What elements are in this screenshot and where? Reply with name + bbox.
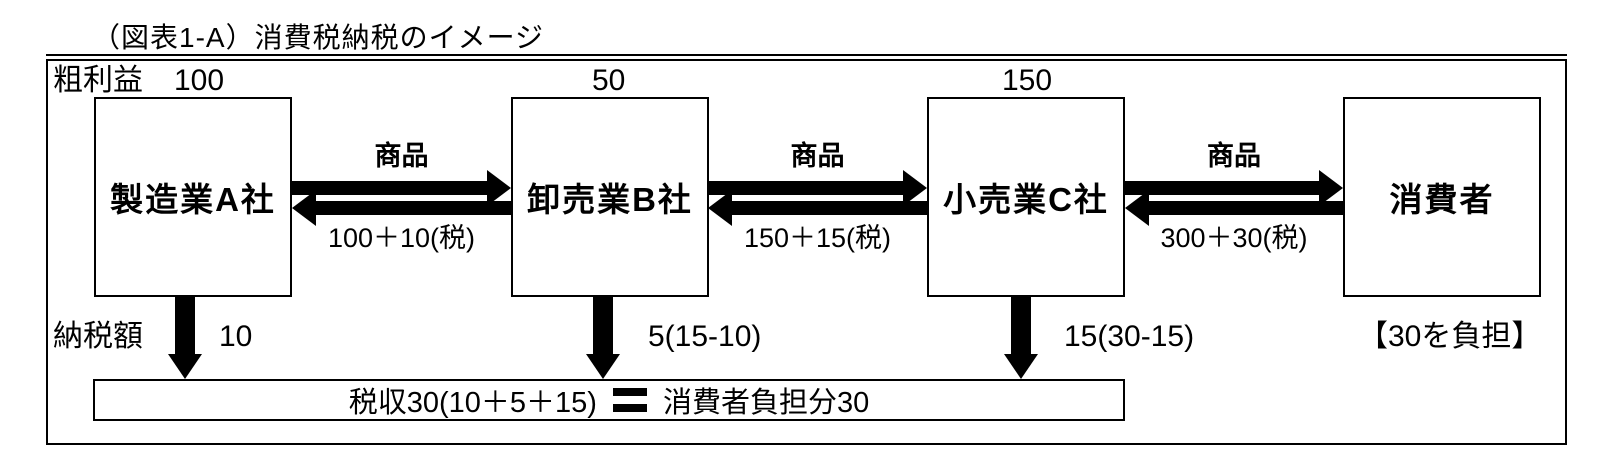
- flow-a-to-b: 商品 100＋10(税): [292, 97, 511, 297]
- tax-revenue-text: 税収30(10＋5＋15): [348, 387, 597, 419]
- payment-arrow-left: [1149, 201, 1343, 215]
- goods-arrow-right-head-icon: [1319, 170, 1343, 206]
- goods-arrow-right-head-icon: [487, 170, 511, 206]
- goods-label: 商品: [1207, 141, 1261, 171]
- arrow-head: [586, 354, 620, 379]
- goods-arrow-right: [1125, 181, 1319, 195]
- goods-arrow-right-head-icon: [903, 170, 927, 206]
- payment-arrow-left: [316, 201, 511, 215]
- tax-arrow-wholesaler-icon: [586, 297, 620, 379]
- payment-arrow-left-head-icon: [292, 190, 316, 226]
- consumer-burden-note: 【30を負担】: [1358, 320, 1542, 353]
- arrow-shaft: [1011, 297, 1031, 354]
- payment-arrow-left: [732, 201, 927, 215]
- tax-arrow-manufacturer-icon: [168, 297, 202, 379]
- flow-c-to-consumer: 商品 300＋30(税): [1125, 97, 1343, 297]
- arrow-head: [168, 354, 202, 379]
- gross-profit-label: 粗利益: [53, 64, 143, 97]
- equals-sign: ＝: [612, 388, 647, 412]
- title-rule: [46, 54, 1567, 56]
- payment-arrow-left-head-icon: [708, 190, 732, 226]
- goods-label: 商品: [374, 141, 429, 171]
- tax-payment-value-c: 15(30-15): [1064, 320, 1195, 353]
- diagram-border: [46, 59, 1567, 445]
- tax-payment-value-a: 10: [219, 320, 253, 353]
- arrow-shaft: [175, 297, 195, 354]
- payment-label: 150＋15(税): [743, 223, 892, 253]
- goods-arrow-right: [708, 181, 903, 195]
- payment-label: 300＋30(税): [1160, 223, 1308, 253]
- figure-title: （図表1-A）消費税納税のイメージ: [92, 22, 545, 53]
- flow-b-to-c: 商品 150＋15(税): [708, 97, 927, 297]
- entity-box-retailer: 小売業C社: [927, 97, 1125, 297]
- entity-box-manufacturer: 製造業A社: [94, 97, 292, 297]
- payment-arrow-left-head-icon: [1125, 190, 1149, 226]
- entity-box-wholesaler: 卸売業B社: [511, 97, 709, 297]
- payment-label: 100＋10(税): [327, 223, 476, 253]
- gross-profit-value-c: 150: [1002, 64, 1053, 97]
- tax-payment-label: 納税額: [53, 320, 143, 353]
- gross-profit-value-a: 100: [174, 64, 225, 97]
- tax-summary-box: 税収30(10＋5＋15) ＝ 消費者負担分30: [93, 379, 1125, 421]
- arrow-head: [1004, 354, 1038, 379]
- tax-arrow-retailer-icon: [1004, 297, 1038, 379]
- entity-box-consumer: 消費者: [1343, 97, 1541, 297]
- gross-profit-value-b: 50: [592, 64, 626, 97]
- goods-label: 商品: [790, 141, 845, 171]
- consumer-share-text: 消費者負担分30: [662, 387, 870, 419]
- arrow-shaft: [593, 297, 613, 354]
- goods-arrow-right: [292, 181, 487, 195]
- tax-payment-value-b: 5(15-10): [648, 320, 762, 353]
